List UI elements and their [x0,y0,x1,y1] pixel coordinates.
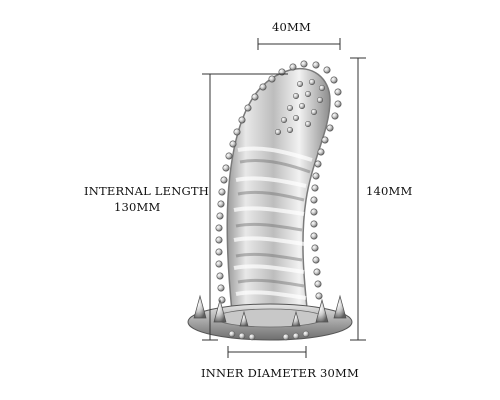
internal-length-dimension-line [202,73,288,341]
total-length-label: 140MM [366,184,413,198]
internal-length-label: INTERNAL LENGTH [84,184,209,198]
inner-diameter-dimension-line [227,346,307,358]
width-label: 40MM [272,20,311,34]
width-dimension-line [257,38,341,50]
inner-diameter-label: INNER DIAMETER 30MM [201,366,359,380]
base-ring-opening [215,308,325,328]
internal-length-value: 130MM [114,200,161,214]
sleeve-ridges [233,146,313,300]
sleeve-ridge-shadows [235,158,311,288]
total-length-dimension-line [350,57,366,341]
tip-nubs [274,78,326,136]
base-bumps [228,330,310,341]
sleeve-body [226,67,331,319]
base-spikes [193,294,347,327]
